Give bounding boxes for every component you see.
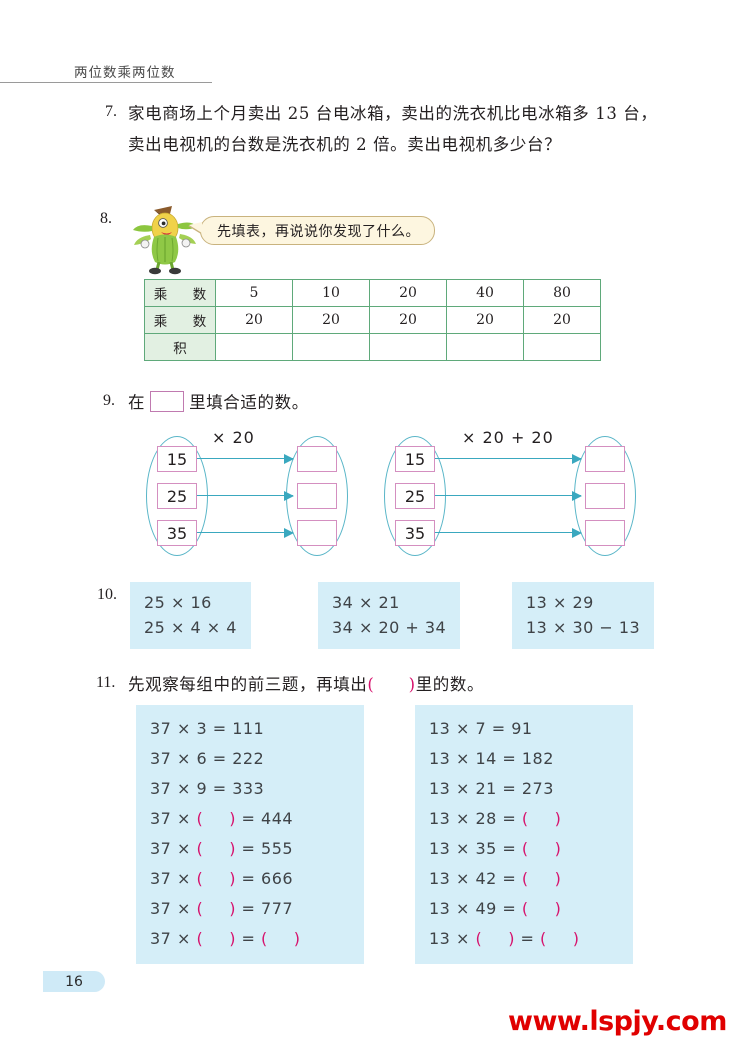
expression-line: 13 × 29	[526, 593, 594, 612]
answer-blank[interactable]	[297, 446, 337, 472]
input-value: 25	[395, 483, 435, 509]
mapping-diagram-right: × 20 + 20 15 25 35	[378, 428, 660, 556]
expression-line: 34 × 21	[332, 593, 400, 612]
equation-line-blank[interactable]: 13 × () = ()	[429, 929, 580, 948]
question-11-number: 11.	[96, 674, 116, 691]
operation-label: × 20 + 20	[462, 428, 554, 447]
table-cell[interactable]: 80	[523, 279, 601, 307]
table-cell[interactable]: 20	[369, 306, 447, 334]
table-row: 乘 数 20 20 20 20 20	[144, 306, 601, 334]
equation-line-blank[interactable]: 37 × () = 777	[150, 899, 294, 918]
question-9-text: 在 里填合适的数。	[128, 389, 309, 413]
expression-line: 34 × 20 + 34	[332, 618, 447, 637]
answer-blank[interactable]	[297, 483, 337, 509]
equation-line-blank[interactable]: 13 × 28 = ()	[429, 809, 562, 828]
table-cell[interactable]: 20	[523, 306, 601, 334]
table-row: 乘 数 5 10 20 40 80	[144, 279, 601, 307]
table-cell-blank[interactable]	[292, 333, 370, 361]
table-cell-blank[interactable]	[446, 333, 524, 361]
equation-line-blank[interactable]: 37 × () = 555	[150, 839, 294, 858]
inline-blank-box[interactable]	[150, 390, 185, 412]
table-cell[interactable]: 20	[369, 279, 447, 307]
equation-line: 13 × 14 = 182	[429, 749, 554, 768]
mapping-arrow	[197, 526, 294, 541]
equation-line: 13 × 21 = 273	[429, 779, 554, 798]
mapping-arrow	[197, 489, 294, 504]
question-7-text: 家电商场上个月卖出 25 台电冰箱，卖出的洗衣机比电冰箱多 13 台，卖出电视机…	[128, 104, 658, 154]
equation-line: 37 × 3 = 111	[150, 719, 265, 738]
page-number-badge: 16	[43, 971, 105, 992]
input-value: 15	[157, 446, 197, 472]
answer-blank[interactable]	[297, 520, 337, 546]
table-row-label: 积	[144, 333, 216, 361]
question-11-text: 先观察每组中的前三题，再填出( )里的数。	[128, 671, 484, 695]
table-row-label: 乘 数	[144, 279, 216, 307]
table-cell[interactable]: 20	[215, 306, 293, 334]
multiplication-table: 乘 数 5 10 20 40 80 乘 数 20 20 20 20 20 积	[144, 279, 601, 361]
question-9-number: 9.	[103, 392, 115, 409]
running-head-rule	[0, 82, 212, 83]
table-row-label: 乘 数	[144, 306, 216, 334]
equation-group-left: 37 × 3 = 111 37 × 6 = 222 37 × 9 = 333 3…	[136, 705, 364, 964]
mascot-speech-bubble: 先填表，再说说你发现了什么。	[200, 216, 435, 245]
question-9-text-before: 在	[128, 393, 146, 412]
table-cell[interactable]: 20	[292, 306, 370, 334]
answer-blank[interactable]	[585, 483, 625, 509]
equation-line-blank[interactable]: 37 × () = 444	[150, 809, 294, 828]
expression-line: 25 × 4 × 4	[144, 618, 237, 637]
operation-label: × 20	[212, 428, 255, 447]
site-watermark: www.lspjy.com	[508, 1006, 727, 1037]
answer-blank[interactable]	[585, 446, 625, 472]
equation-group-right: 13 × 7 = 91 13 × 14 = 182 13 × 21 = 273 …	[415, 705, 633, 964]
equation-line-blank[interactable]: 37 × () = 666	[150, 869, 294, 888]
expression-line: 25 × 16	[144, 593, 212, 612]
table-cell[interactable]: 20	[446, 306, 524, 334]
expression-group: 13 × 29 13 × 30 − 13	[512, 582, 655, 649]
table-cell[interactable]: 40	[446, 279, 524, 307]
table-cell-blank[interactable]	[369, 333, 447, 361]
equation-line: 13 × 7 = 91	[429, 719, 533, 738]
expression-group: 25 × 16 25 × 4 × 4	[130, 582, 251, 649]
equation-line-blank[interactable]: 37 × () = ()	[150, 929, 301, 948]
mascot-speech-text: 先填表，再说说你发现了什么。	[217, 223, 420, 240]
expression-group: 34 × 21 34 × 20 + 34	[318, 582, 461, 649]
equation-line-blank[interactable]: 13 × 49 = ()	[429, 899, 562, 918]
answer-blank[interactable]	[585, 520, 625, 546]
question-11-text-part1: 先观察每组中的前三题，再填出	[128, 675, 368, 694]
question-9-text-after: 里填合适的数。	[189, 393, 309, 412]
question-7-number: 7.	[105, 103, 117, 120]
equation-line: 37 × 9 = 333	[150, 779, 265, 798]
question-11-paren: ( )	[367, 675, 416, 694]
equation-line-blank[interactable]: 13 × 42 = ()	[429, 869, 562, 888]
table-cell[interactable]: 5	[215, 279, 293, 307]
mapping-arrow	[435, 526, 582, 541]
question-10-number: 10.	[97, 586, 117, 603]
mapping-diagram-left: × 20 15 25 35	[140, 428, 390, 556]
input-value: 35	[395, 520, 435, 546]
input-value: 35	[157, 520, 197, 546]
table-cell-blank[interactable]	[523, 333, 601, 361]
question-8-number: 8.	[100, 210, 112, 227]
table-cell-blank[interactable]	[215, 333, 293, 361]
table-row: 积	[144, 333, 601, 361]
running-head-title: 两位数乘两位数	[74, 65, 176, 81]
question-11-text-part2: 里的数。	[415, 675, 485, 694]
expression-line: 13 × 30 − 13	[526, 618, 641, 637]
equation-line-blank[interactable]: 13 × 35 = ()	[429, 839, 562, 858]
input-value: 15	[395, 446, 435, 472]
mapping-arrow	[435, 452, 582, 467]
corn-mascot-icon	[133, 206, 197, 275]
table-cell[interactable]: 10	[292, 279, 370, 307]
mapping-arrow	[197, 452, 294, 467]
mapping-arrow	[435, 489, 582, 504]
equation-line: 37 × 6 = 222	[150, 749, 265, 768]
input-value: 25	[157, 483, 197, 509]
